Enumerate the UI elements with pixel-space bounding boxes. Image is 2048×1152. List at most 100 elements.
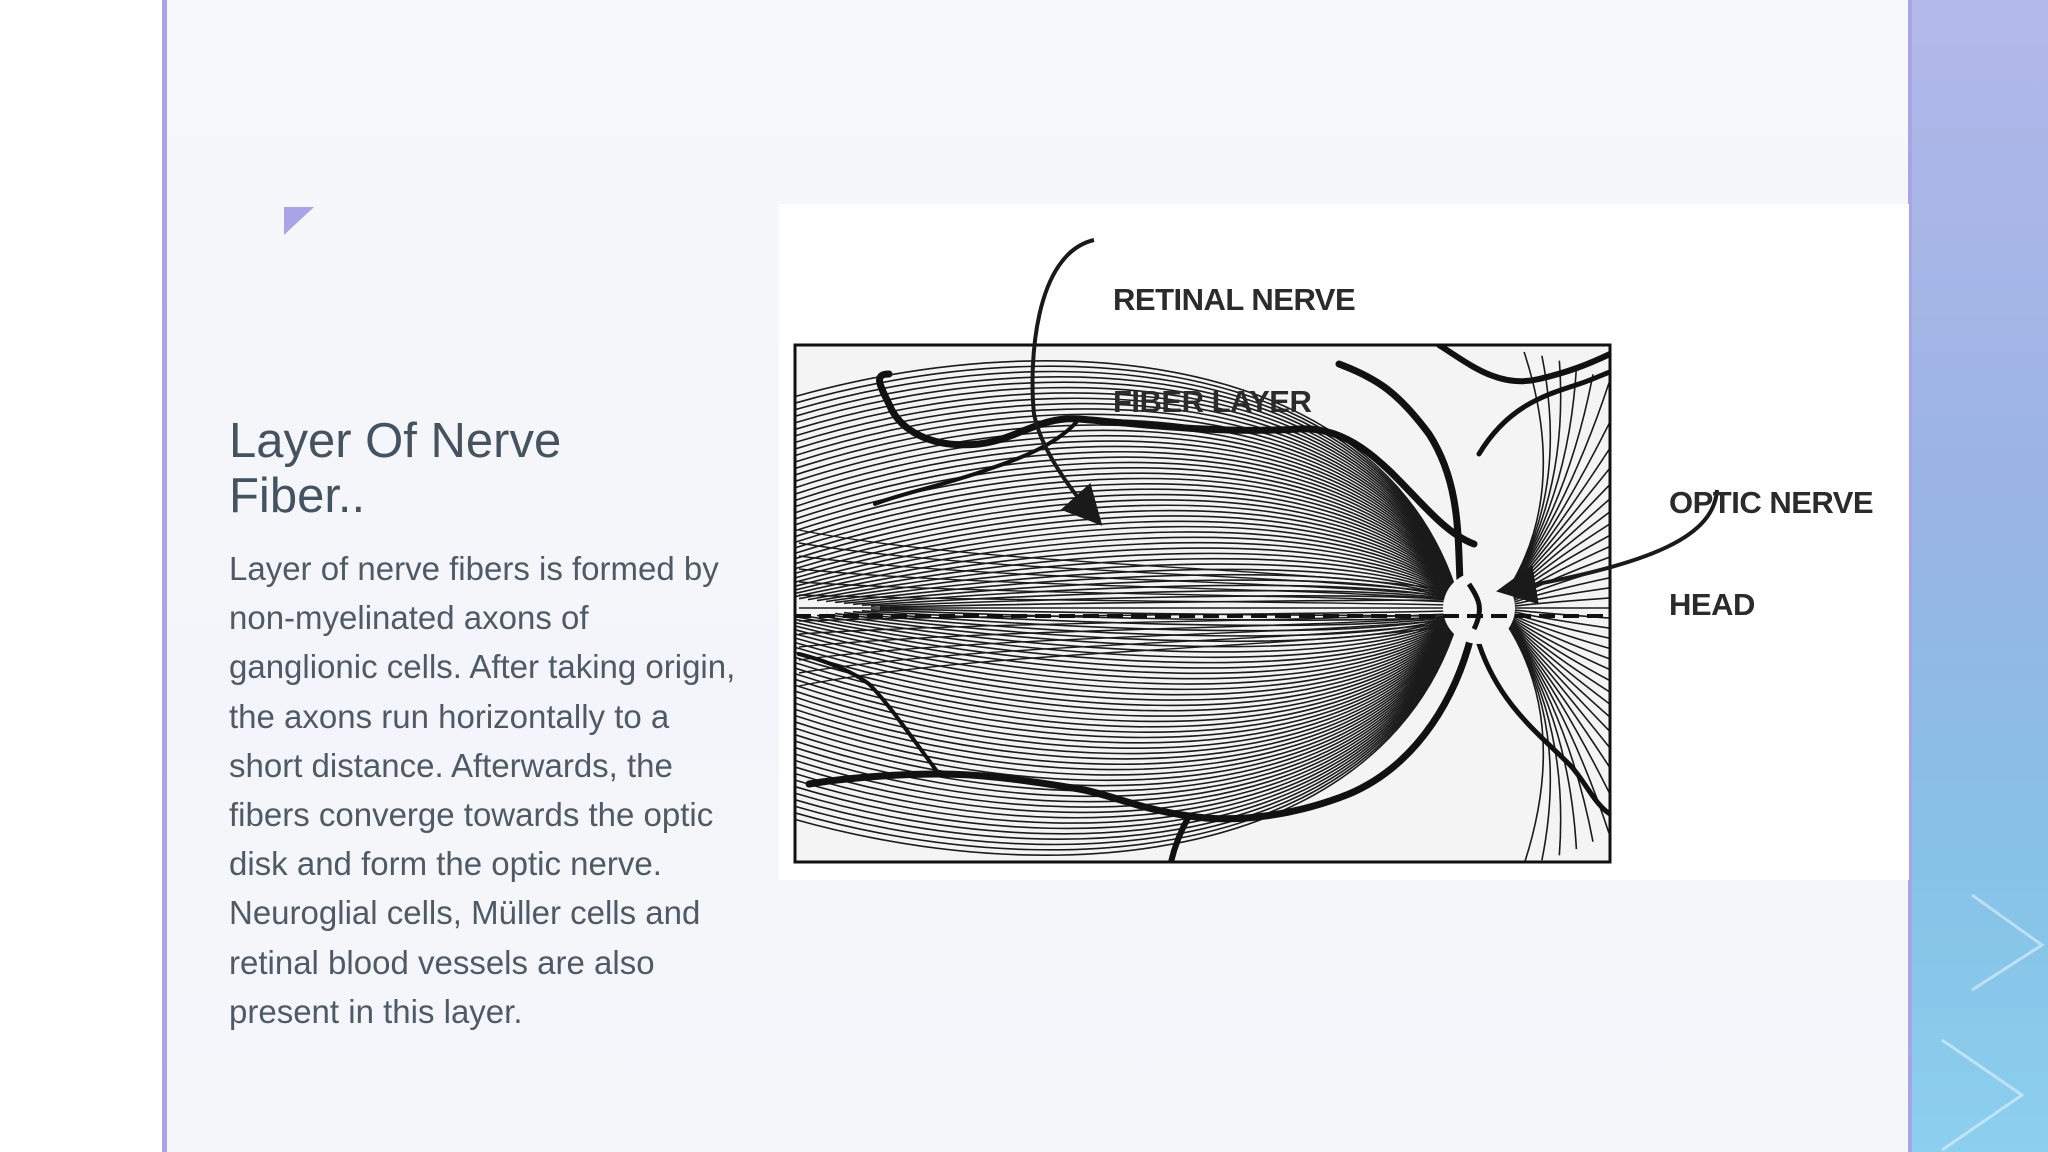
arcuate-fiber [795, 615, 1460, 733]
arcuate-fiber [795, 615, 1460, 696]
body-line: the axons run horizontally to a [229, 697, 670, 735]
diagram-frame [793, 343, 1612, 864]
arcuate-fiber [795, 509, 1460, 601]
arcuate-fiber [795, 615, 1460, 771]
decorative-side-band [1912, 0, 2048, 1152]
arcuate-fiber [795, 413, 1460, 601]
radial-fiber [1508, 597, 1610, 608]
slide-body: Layer of nerve fibers is formed by non-m… [229, 544, 774, 1036]
rnfl-label-line: RETINAL NERVE [1113, 282, 1356, 317]
onh-pointer-arrow [1496, 489, 1719, 605]
arcuate-fiber [795, 615, 1460, 685]
arcuate-fiber [795, 615, 1460, 787]
arcuate-fiber [795, 615, 1460, 835]
papillomacular-fiber [798, 542, 1450, 594]
arcuate-fiber [795, 547, 1460, 601]
arcuate-fiber [795, 615, 1460, 749]
arcuate-fiber [795, 402, 1460, 601]
arcuate-fiber [795, 381, 1460, 601]
arcuate-fiber [795, 434, 1460, 601]
papillomacular-fiber [798, 613, 1450, 635]
body-line: short distance. Afterwards, the [229, 746, 673, 784]
arcuate-fiber [795, 615, 1460, 669]
arcuate-fiber [795, 615, 1460, 728]
radial-fiber [1508, 614, 1610, 660]
arcuate-fiber [807, 557, 1460, 601]
radial-fiber [1508, 620, 1610, 719]
arcuate-fiber [795, 615, 1460, 803]
arcuate-fiber [795, 615, 1460, 824]
radial-fiber [1508, 619, 1610, 706]
radial-fiber [1508, 625, 1594, 842]
body-line: disk and form the optic nerve. [229, 845, 662, 883]
chevron-decoration-icon [1941, 893, 2045, 1152]
retina-fiber-illustration [793, 238, 1719, 864]
papillomacular-fiber [798, 594, 1450, 606]
rnfl-label-line: FIBER LAYER [1113, 384, 1312, 419]
arcuate-fiber [795, 615, 1460, 755]
papillomacular-fiber [798, 625, 1450, 687]
arcuate-fiber [795, 615, 1460, 830]
arcuate-fiber [795, 615, 1460, 744]
papillomacular-fiber [798, 568, 1450, 600]
body-line: present in this layer. [229, 992, 523, 1030]
arcuate-fiber [795, 615, 1460, 819]
body-line: Neuroglial cells, Müller cells and [229, 894, 701, 932]
arcuate-fiber [795, 520, 1460, 601]
arcuate-fiber [807, 615, 1460, 659]
arcuate-fiber [798, 615, 1460, 664]
arcuate-fiber [795, 456, 1460, 601]
arcuate-fiber [795, 451, 1460, 601]
arcuate-fiber [795, 615, 1460, 776]
title-line: Layer Of Nerve [229, 414, 562, 468]
arcuate-fiber [795, 615, 1460, 814]
slide-title: Layer Of Nerve Fiber.. [229, 414, 749, 524]
papillomacular-fiber [798, 619, 1450, 661]
arcuate-fiber [795, 615, 1460, 782]
arcuate-fiber [795, 541, 1460, 601]
arcuate-fiber [816, 614, 1460, 653]
onh-label: OPTIC NERVE HEAD [1669, 418, 1874, 690]
radial-fiber [1508, 623, 1610, 770]
body-line: non-myelinated axons of [229, 599, 589, 637]
arcuate-fiber [795, 360, 1460, 601]
arcuate-fiber [795, 615, 1460, 701]
radial-fiber [1508, 622, 1610, 750]
arcuate-fiber [816, 563, 1460, 602]
rnfl-pointer-arrow [1030, 238, 1103, 526]
arcuate-fiber [795, 408, 1460, 601]
arcuate-fiber [795, 615, 1460, 707]
arcuate-fiber [795, 615, 1460, 808]
arcuate-fiber [795, 376, 1460, 601]
arcuate-fiber [795, 397, 1460, 601]
arcuate-fiber [795, 531, 1460, 601]
arcuate-fiber [795, 504, 1460, 601]
arcuate-fiber [795, 615, 1460, 675]
arcuate-fiber [795, 424, 1460, 601]
radial-fiber [1508, 612, 1610, 650]
arcuate-fiber [795, 615, 1460, 717]
arcuate-fiber [795, 392, 1460, 601]
papillomacular-fiber [798, 610, 1450, 622]
arcuate-fiber [795, 440, 1460, 601]
arcuate-fiber [795, 615, 1460, 851]
papillomacular-fiber [798, 616, 1450, 648]
arcuate-fiber [795, 499, 1460, 601]
radial-fiber [1508, 615, 1610, 671]
arcuate-fiber [798, 552, 1460, 601]
nerve-fiber-diagram: RETINAL NERVE FIBER LAYER OPTIC NERVE HE… [779, 204, 1909, 880]
body-line: fibers converge towards the optic [229, 796, 714, 834]
papillomacular-fiber [798, 622, 1450, 674]
corner-triangle-icon [284, 207, 314, 235]
onh-label-line: OPTIC NERVE [1669, 485, 1874, 520]
radial-fiber [1508, 617, 1610, 694]
arcuate-fiber [795, 472, 1460, 601]
arcuate-fiber [795, 488, 1460, 601]
arcuate-fiber [795, 615, 1460, 856]
body-line: Layer of nerve fibers is formed by [229, 550, 719, 587]
arcuate-fiber [795, 386, 1460, 601]
arcuate-fiber [795, 370, 1460, 601]
papillomacular-fiber [798, 529, 1450, 591]
arcuate-fiber [795, 615, 1460, 846]
radial-fiber [1508, 624, 1610, 796]
